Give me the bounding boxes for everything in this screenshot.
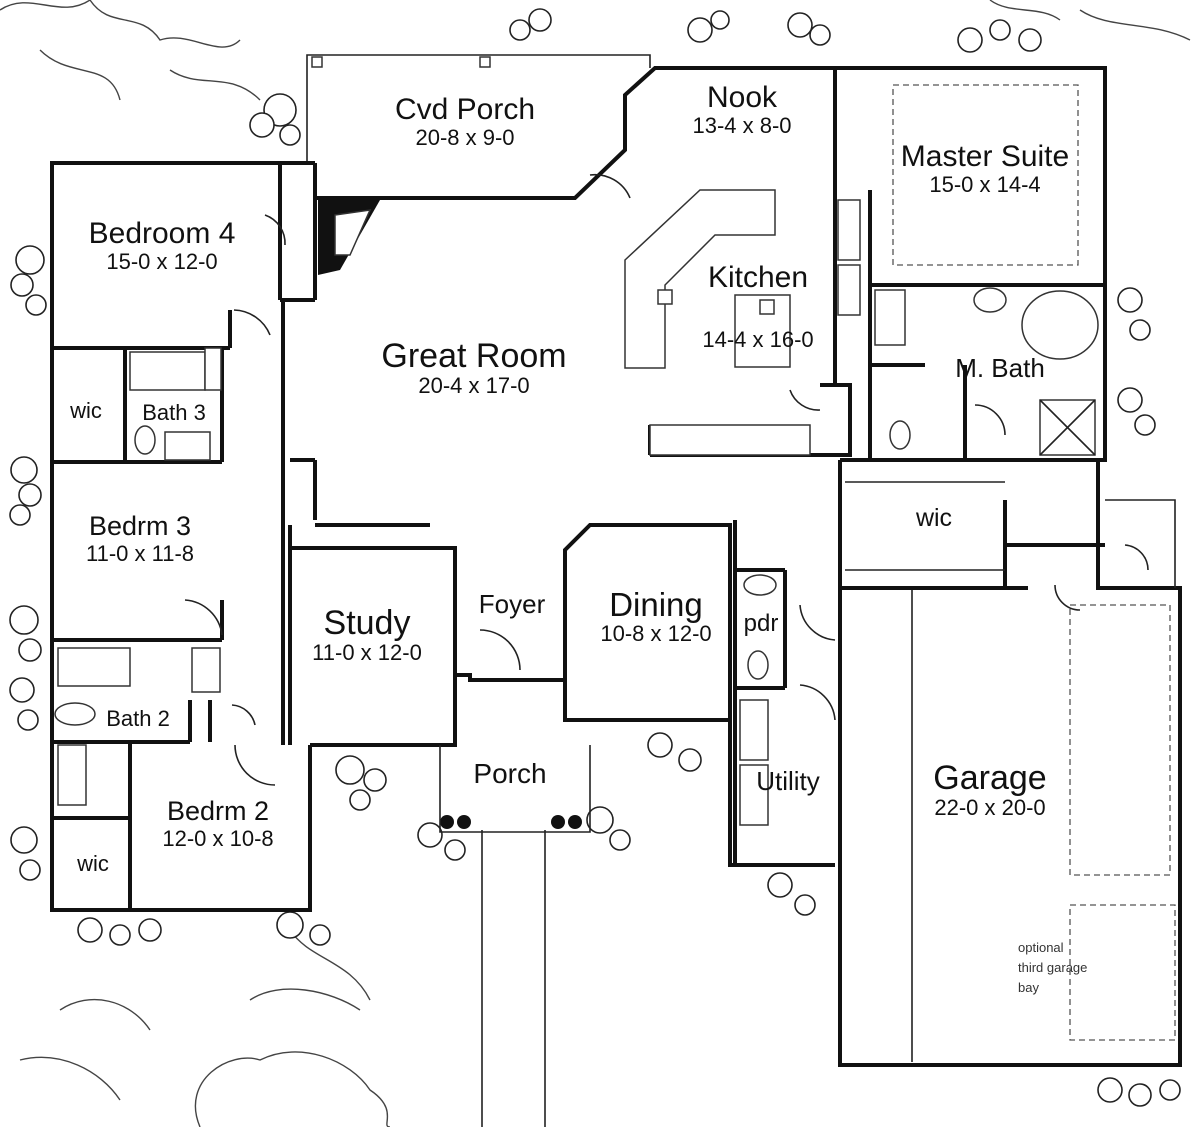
fixtures <box>54 56 1176 1062</box>
room-foyer: Foyer <box>479 588 545 620</box>
room-master-suite: Master Suite 15-0 x 14-4 <box>901 141 1069 197</box>
room-name: Foyer <box>478 589 546 619</box>
room-name: Garage <box>933 759 1047 797</box>
room-bedroom-4: Bedroom 4 15-0 x 12-0 <box>89 218 236 274</box>
exterior-walls <box>50 54 1182 1067</box>
room-m-bath: M. Bath <box>955 352 1045 384</box>
room-name: M. Bath <box>955 353 1045 383</box>
room-name: Study <box>323 604 411 642</box>
tree-bottom-left <box>194 929 391 1127</box>
room-kitchen: Kitchen <box>708 262 808 294</box>
room-name: Utility <box>756 766 820 796</box>
room-dimensions: 11-0 x 12-0 <box>312 640 422 665</box>
room-pdr: pdr <box>744 608 779 640</box>
room-name: Dining <box>609 586 703 623</box>
room-name: Cvd Porch <box>394 93 536 126</box>
room-porch: Porch <box>473 758 546 790</box>
garage-bay-note-line-2: third garage <box>1018 960 1088 975</box>
room-name: Bedrm 3 <box>88 511 192 541</box>
room-name: Bedrm 2 <box>166 796 270 826</box>
room-name: Porch <box>473 758 547 789</box>
room-name: pdr <box>743 610 779 637</box>
room-dimensions: 22-0 x 20-0 <box>934 795 1046 820</box>
interior-walls <box>52 163 1105 910</box>
room-nook: Nook 13-4 x 8-0 <box>692 82 791 138</box>
room-cvd-porch: Cvd Porch 20-8 x 9-0 <box>395 94 535 150</box>
tree-bottom-left-2 <box>19 998 151 1101</box>
room-name: Bedroom 4 <box>88 217 236 250</box>
room-name: Nook <box>706 81 778 114</box>
room-dimensions: 15-0 x 12-0 <box>106 249 218 274</box>
tree-top-right <box>989 0 1191 41</box>
room-dimensions: 14-4 x 16-0 <box>702 327 814 352</box>
garage-bay-note: optional third garage bay <box>1018 938 1087 998</box>
room-wic-master: wic <box>916 502 952 534</box>
tree-top-left <box>0 0 261 101</box>
room-dimensions: 12-0 x 10-8 <box>162 826 274 851</box>
room-utility: Utility <box>756 765 820 797</box>
room-dimensions: 20-4 x 17-0 <box>418 373 530 398</box>
room-name: Master Suite <box>900 140 1070 173</box>
garage-bay-note-line-3: bay <box>1018 980 1039 995</box>
room-name: wic <box>70 398 102 423</box>
room-name: Kitchen <box>707 261 809 294</box>
room-great-room: Great Room 20-4 x 17-0 <box>381 338 566 398</box>
room-study: Study 11-0 x 12-0 <box>312 605 422 665</box>
room-dimensions: 15-0 x 14-4 <box>929 172 1041 197</box>
room-dimensions: 20-8 x 9-0 <box>415 125 515 150</box>
room-bath-3: Bath 3 <box>142 397 206 429</box>
room-dimensions: 11-0 x 11-8 <box>85 541 195 566</box>
room-dining: Dining 10-8 x 12-0 <box>600 587 711 646</box>
room-kitchen-dimensions: 14-4 x 16-0 <box>702 328 813 352</box>
room-name: wic <box>915 504 953 532</box>
room-bath-2: Bath 2 <box>106 703 170 735</box>
room-garage: Garage 22-0 x 20-0 <box>933 760 1046 820</box>
room-name: Great Room <box>381 337 567 375</box>
room-dimensions: 13-4 x 8-0 <box>692 113 792 138</box>
room-wic-bedrm-2: wic <box>77 848 109 880</box>
landscape-shrubs <box>9 8 1181 1107</box>
room-wic-bedroom-4: wic <box>70 395 102 427</box>
room-name: Bath 2 <box>106 706 170 731</box>
room-bedrm-3: Bedrm 3 11-0 x 11-8 <box>86 510 194 566</box>
room-name: wic <box>77 851 109 876</box>
room-bedrm-2: Bedrm 2 12-0 x 10-8 <box>162 795 273 851</box>
room-dimensions: 10-8 x 12-0 <box>600 621 712 646</box>
front-walk <box>481 830 546 1127</box>
room-name: Bath 3 <box>142 400 206 425</box>
garage-bay-note-line-1: optional <box>1018 940 1064 955</box>
